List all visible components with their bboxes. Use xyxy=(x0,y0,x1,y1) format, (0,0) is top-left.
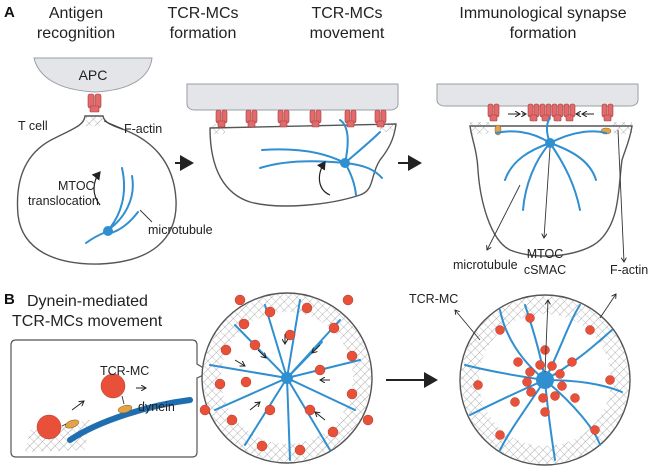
mtoc-label-1: MTOC xyxy=(58,179,95,193)
t-cell-body-2 xyxy=(209,123,397,207)
dynein-inset: TCR-MC dynein xyxy=(10,339,212,458)
microtubule-label-2: microtubule xyxy=(453,258,518,272)
apc-cell xyxy=(33,57,153,93)
title-synapse-1: Immunological synapse xyxy=(459,5,626,22)
title-formation-1: TCR-MCs xyxy=(167,5,238,22)
tcr-row-3 xyxy=(487,103,614,122)
stage-synapse: microtubule MTOC cSMAC F-actin xyxy=(436,83,648,277)
synapse-disc-movement xyxy=(199,292,374,464)
title-movement-2: movement xyxy=(310,25,385,42)
mtoc-csmac-label-2: cSMAC xyxy=(524,263,566,277)
title-antigen-2: recognition xyxy=(37,25,115,42)
apc-label: APC xyxy=(79,67,108,83)
title-synapse-2: formation xyxy=(510,25,577,42)
panel-b-title-1: Dynein-mediated xyxy=(27,293,148,310)
t-cell-label: T cell xyxy=(18,119,48,133)
mtoc-csmac-label-1: MTOC xyxy=(527,247,564,261)
title-movement-1: TCR-MCs xyxy=(311,5,382,22)
inward-arrows xyxy=(234,334,330,421)
f-actin-label-2: F-actin xyxy=(610,263,648,277)
tcr-receptor xyxy=(87,93,102,113)
tcr-dots-disc1 xyxy=(199,294,374,456)
f-actin-hatch xyxy=(86,116,103,126)
stage-titles: Antigen recognition TCR-MCs formation TC… xyxy=(37,5,627,42)
t-cell-body-3 xyxy=(469,125,633,257)
microtubule-label: microtubule xyxy=(148,223,213,237)
f-actin-label: F-actin xyxy=(124,122,162,136)
title-antigen-1: Antigen xyxy=(49,5,103,22)
microtubules-stage3 xyxy=(495,117,607,211)
synapse-disc-formed: TCR-MC xyxy=(409,292,631,466)
stage-tcr-movement xyxy=(186,83,399,207)
panel-b-title-2: TCR-MCs movement xyxy=(12,313,163,330)
panel-a-letter: A xyxy=(4,4,15,21)
stage-antigen-recognition: APC T cell F-actin MTOC translocation mi… xyxy=(16,57,213,265)
dynein-label: dynein xyxy=(138,400,175,414)
mtoc-label-2: translocation xyxy=(28,194,99,208)
translocation-arrow xyxy=(91,171,101,206)
apc-cell-2 xyxy=(186,83,399,111)
mtoc xyxy=(103,226,113,236)
panel-b-letter: B xyxy=(4,291,15,308)
tcr-dots-disc2 xyxy=(473,313,615,440)
tcr-row-2 xyxy=(215,109,387,128)
t-cell-body xyxy=(16,115,177,265)
disc-tcr-mc-label: TCR-MC xyxy=(409,292,458,306)
inset-tcr-mc-label: TCR-MC xyxy=(100,364,149,378)
title-formation-2: formation xyxy=(170,25,237,42)
